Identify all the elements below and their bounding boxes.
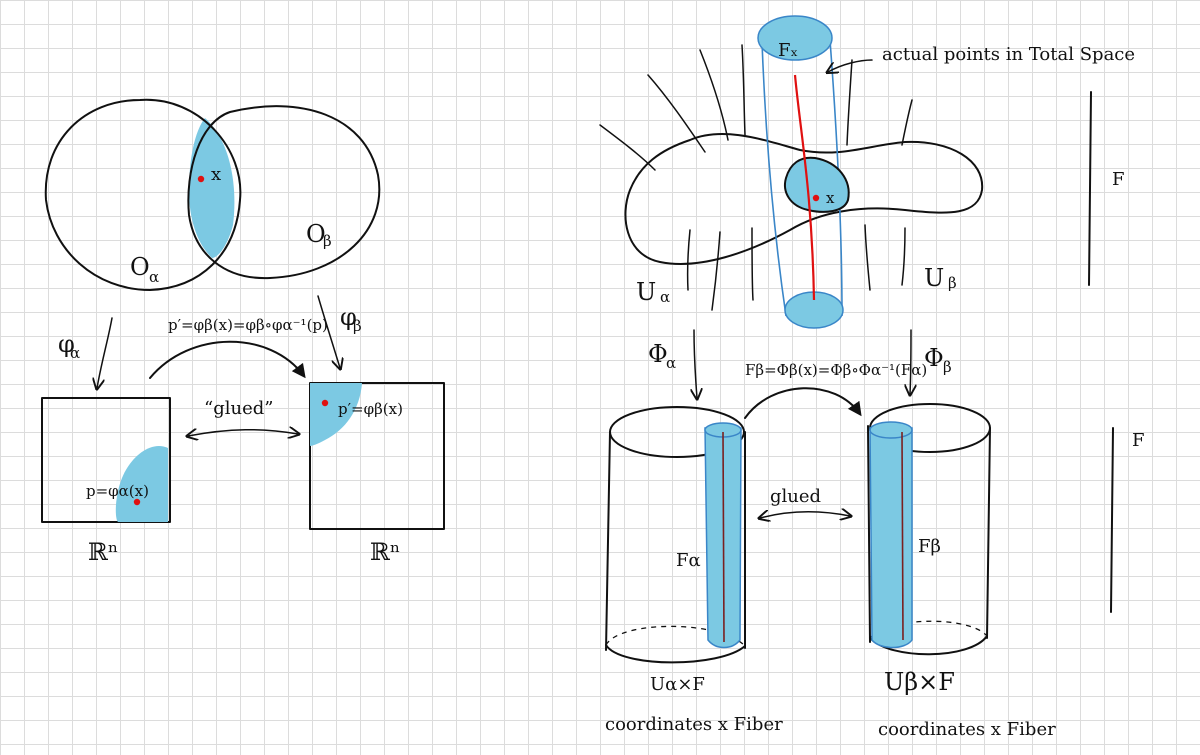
map-beta-label: φ [340,303,357,331]
transition-arrow [149,340,306,379]
fiber-beta-top [869,421,913,439]
caption-beta: coordinates x Fiber [878,719,1056,740]
fiber-bar-top [1088,91,1092,286]
point-x-dot [197,175,205,183]
transition-formula: p′=φβ(x)=φβ∘φα⁻¹(p) [168,316,328,334]
set-u-alpha-sub: α [660,288,670,306]
glued-label-right: glued [770,486,821,507]
map-phi-beta-sub: β [943,358,952,376]
fiber-alpha-label: Fα [676,550,701,571]
set-o-alpha [44,98,242,291]
point-p-label: p=φα(x) [86,482,149,500]
base-space [624,133,984,265]
map-alpha-sub: α [70,344,80,362]
map-phi-alpha-label: Φ [648,340,668,368]
chart-square-left [41,397,171,523]
image-region-right [310,383,362,446]
map-beta-arrow [317,295,340,368]
point-p-prime-label: p′=φβ(x) [338,400,403,418]
fiber-top-label: Fₓ [778,40,798,61]
chart-square-right [309,382,445,530]
left-panel: x O α O β φ α φ β p′=φβ(x)=φβ∘φα⁻¹(p) p=… [41,98,445,566]
fiber-alpha-line [722,431,725,643]
space-left-label: ℝⁿ [88,538,118,566]
set-o-beta [187,105,381,280]
cylinder-alpha-top [609,406,745,458]
fiber-strand [599,124,656,171]
overlap-region [188,118,235,258]
fiber-beta-label: Fβ [918,536,941,557]
cylinder-beta-side-left [867,425,871,643]
glued-arrow-right [760,512,850,518]
fiber-beta-line [901,431,904,641]
neighborhood-x [784,156,850,213]
image-region-left [115,446,168,522]
cylinder-alpha-side-left [605,431,611,651]
fiber-strand [647,74,706,153]
set-u-beta-label: U [924,264,944,292]
map-phi-alpha-sub: α [666,354,676,372]
cylinder-alpha-bottom-front [605,644,746,664]
point-x-dot-right [812,194,820,202]
fiber-strand [711,231,721,311]
total-space-annotation: actual points in Total Space [882,44,1135,65]
point-x-label: x [211,164,221,185]
set-u-beta-sub: β [948,274,957,292]
fiber-strand [699,49,729,141]
set-o-beta-sub: β [323,232,332,250]
fiber-beta-strip [869,427,913,649]
map-phi-alpha-arrow [694,329,697,398]
glued-arrow-left [188,430,298,436]
fiber-bar-top-label: F [1112,169,1125,190]
map-alpha-label: φ [58,330,75,358]
fiber-bar-bottom-label: F [1132,430,1145,451]
fiber-tube-left-edge [761,41,787,317]
set-o-alpha-sub: α [149,268,159,286]
point-p-dot [133,498,141,506]
transition-arrow-right [744,387,862,419]
caption-alpha: coordinates x Fiber [605,714,783,735]
product-beta-label: Uβ×F [884,668,955,696]
map-phi-beta-label: Φ [924,344,944,372]
fiber-tube-top [757,15,833,61]
annotation-arrow [828,59,873,72]
fiber-strand [864,224,871,291]
map-beta-sub: β [353,317,362,335]
point-x-label-right: x [826,189,835,207]
map-phi-beta-arrow [910,329,911,394]
fiber-strand [686,229,691,291]
fiber-strand [901,227,906,286]
glued-label-left: “glued” [204,398,273,419]
point-p-prime-dot [321,399,329,407]
fiber-strand [751,227,754,301]
set-o-alpha-label: O [130,253,150,281]
map-alpha-arrow [97,317,113,388]
fiber-strand [901,99,913,146]
right-panel: x Fₓ actual points in Total Space U α U … [599,15,1145,740]
set-o-beta-label: O [306,220,326,248]
fiber-strand [846,59,853,146]
transition-formula-right: Fβ=Φβ(x)=Φβ∘Φα⁻¹(Fα) [745,361,927,379]
fiber-bar-bottom [1110,427,1114,613]
product-alpha-label: Uα×F [650,674,705,695]
fiber-strand [741,44,746,136]
cylinder-beta-side-right [986,427,991,639]
space-right-label: ℝⁿ [370,538,400,566]
fiber-line-x [793,74,816,301]
set-u-alpha-label: U [636,278,656,306]
